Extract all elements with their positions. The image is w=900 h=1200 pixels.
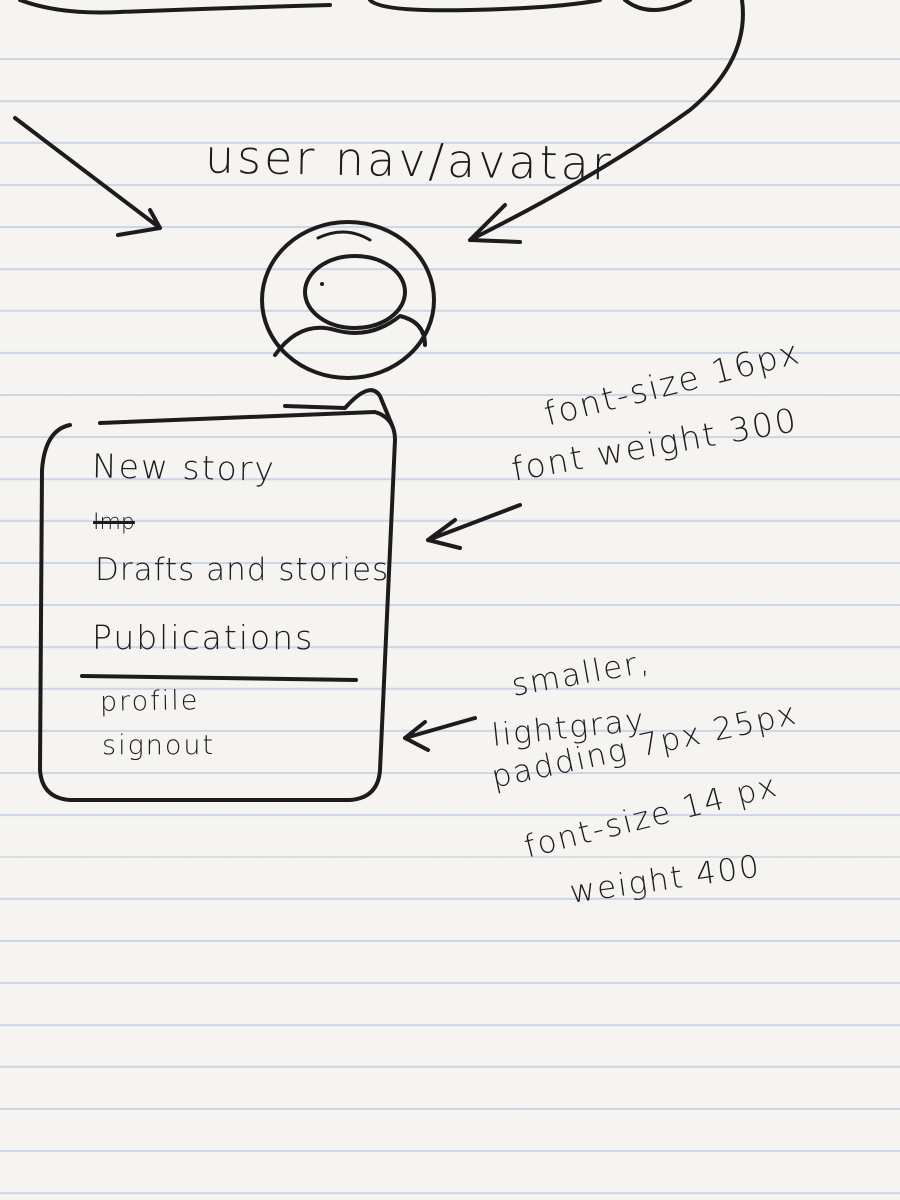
top-right-curve — [623, 0, 692, 12]
dropdown-box — [38, 410, 397, 802]
top-left-curve — [18, 0, 332, 15]
note-arrow-primary — [426, 503, 522, 542]
menu-item-publications: Publications — [92, 618, 315, 657]
left-arrow-head — [116, 208, 162, 237]
top-middle-curve — [368, 0, 602, 13]
left-arrow-shaft — [13, 116, 162, 230]
menu-item-profile: profile — [99, 685, 200, 718]
right-arrow-shaft — [468, 0, 745, 242]
note-arrow-secondary-head — [403, 720, 430, 752]
avatar-circle-icon — [260, 220, 436, 380]
menu-separator — [80, 674, 358, 682]
avatar-shoulders — [273, 314, 427, 357]
sketch-title: user nav/avatar — [204, 129, 615, 191]
menu-item-new-story: New story — [91, 446, 277, 489]
note-arrow-secondary — [403, 716, 477, 740]
menu-item-signout: signout — [102, 730, 216, 761]
avatar-hair — [316, 230, 372, 242]
right-arrow-head — [468, 203, 522, 244]
crossed-out-text: Imp — [93, 510, 135, 535]
note-arrow-primary-head — [426, 518, 462, 550]
dropdown-caret — [283, 388, 394, 427]
menu-item-drafts: Drafts and stories — [95, 552, 390, 588]
